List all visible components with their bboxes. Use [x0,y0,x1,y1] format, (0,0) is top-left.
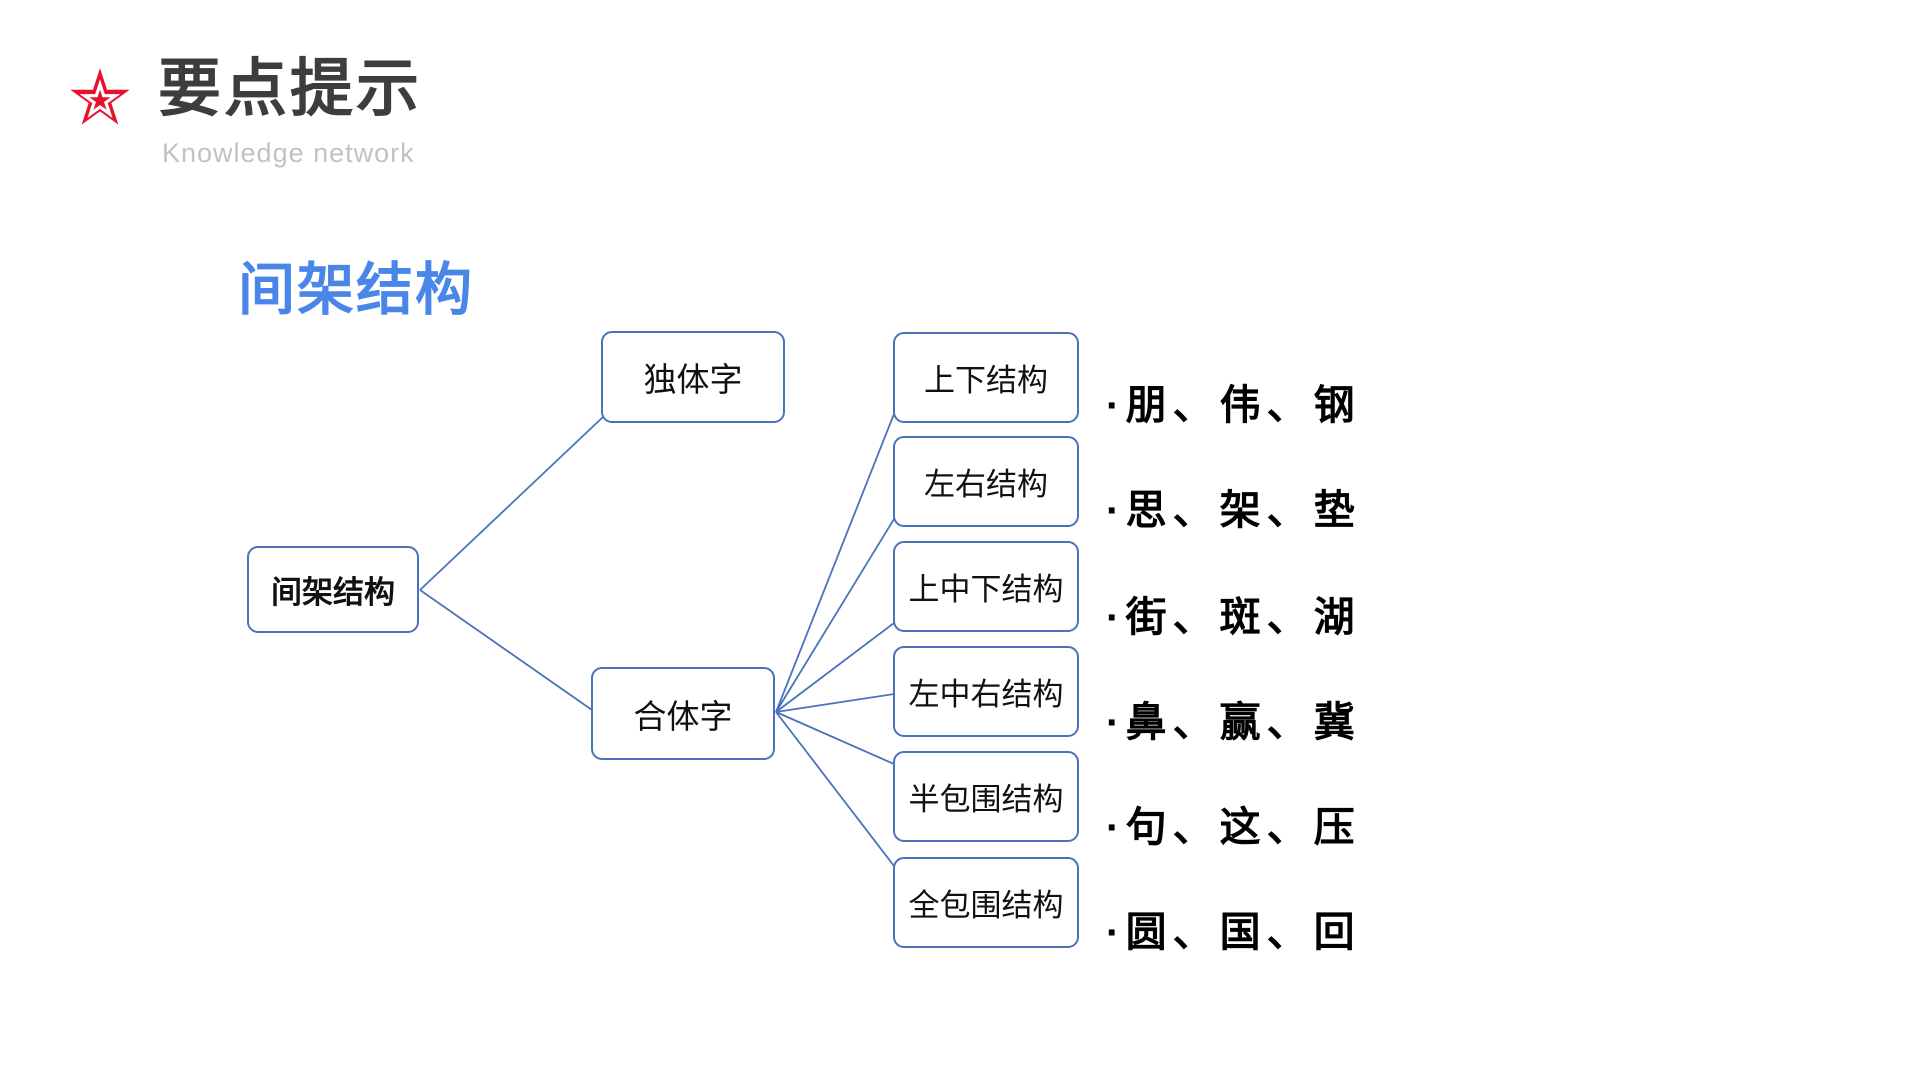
node-root-frame-structure: 间架结构 [247,546,419,633]
node-top-middle-bottom-structure: 上中下结构 [893,541,1079,632]
examples-left-right: ·思、架、垫 [1106,487,1361,533]
page-subtitle: Knowledge network [162,138,415,168]
examples-semi-enclosed: ·句、这、压 [1106,804,1361,850]
node-compound-character: 合体字 [591,667,775,760]
node-semi-enclosed-structure: 半包围结构 [893,751,1079,842]
node-left-right-structure: 左右结构 [893,436,1079,527]
node-top-bottom-structure: 上下结构 [893,332,1079,423]
examples-top-bottom: ·朋、伟、钢 [1106,382,1361,428]
node-left-middle-right-structure: 左中右结构 [893,646,1079,737]
node-single-component-character: 独体字 [601,331,785,423]
examples-left-middle-right: ·鼻、赢、冀 [1106,699,1361,745]
examples-top-middle-bottom: ·街、斑、湖 [1106,594,1361,640]
page-title: 要点提示 [158,54,422,124]
section-heading: 间架结构 [238,258,474,322]
examples-fully-enclosed: ·圆、国、回 [1106,909,1361,955]
star-icon [70,68,130,125]
node-fully-enclosed-structure: 全包围结构 [893,857,1079,948]
